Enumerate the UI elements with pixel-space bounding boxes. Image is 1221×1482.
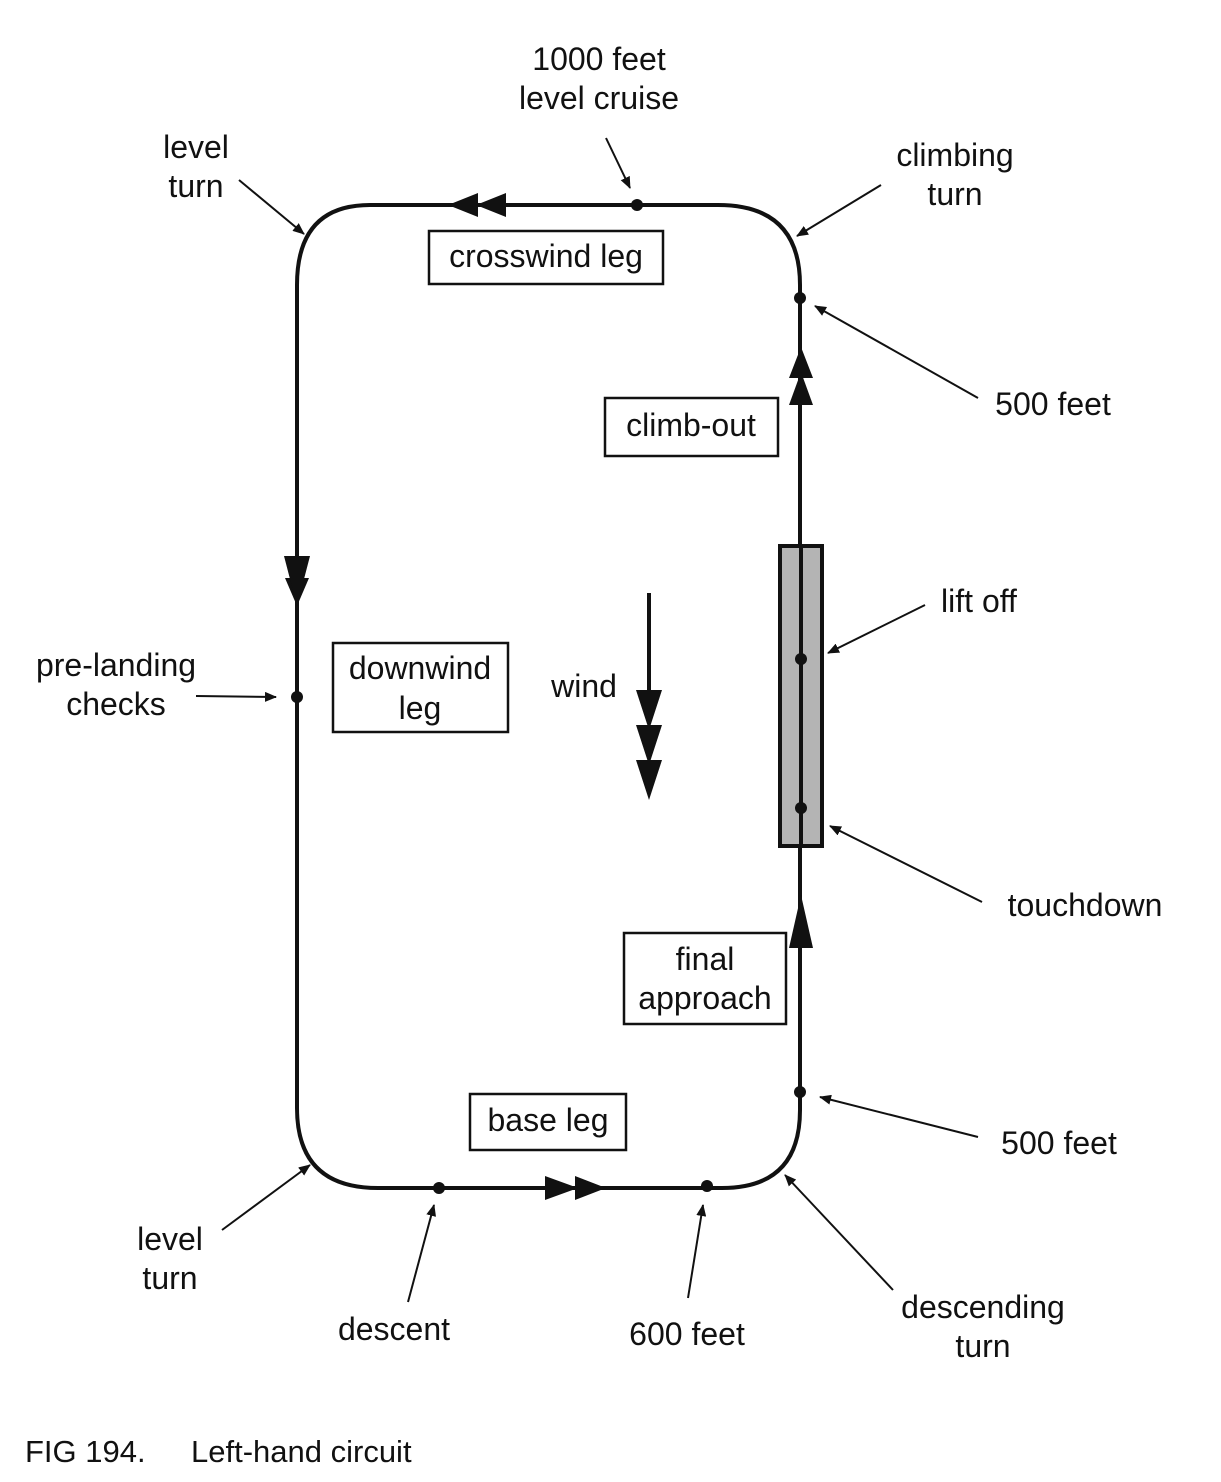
- crosswind-leg-label: crosswind leg: [449, 238, 643, 274]
- base-leg-label: base leg: [488, 1102, 609, 1138]
- 500-feet-top-leader: [814, 305, 979, 399]
- descending-turn-label-1: descending: [901, 1289, 1065, 1325]
- downwind-leg-label-2: leg: [399, 690, 442, 726]
- base-direction-arrows: [545, 1176, 606, 1200]
- level-turn-top-label-1: level: [163, 129, 229, 165]
- final-direction-arrow: [789, 895, 813, 948]
- pre-landing-label-1: pre-landing: [36, 647, 196, 683]
- level-cruise-label-2: level cruise: [519, 80, 679, 116]
- 500-feet-bottom-leader: [819, 1094, 979, 1138]
- touchdown-leader: [829, 825, 983, 903]
- final-approach-box: [622, 931, 788, 1026]
- climbing-turn-label-1: climbing: [896, 137, 1013, 173]
- level-turn-bottom-label-2: turn: [142, 1260, 197, 1296]
- circuit-path: [295, 203, 802, 1190]
- crosswind-direction-arrows: [448, 193, 506, 217]
- point-500-top: [794, 292, 806, 304]
- downwind-direction-arrow: [284, 556, 310, 606]
- point-descent: [433, 1182, 445, 1194]
- level-turn-bottom-label-1: level: [137, 1221, 203, 1257]
- pre-landing-label-2: checks: [66, 686, 166, 722]
- point-touchdown: [795, 802, 807, 814]
- pre-landing-leader: [195, 691, 277, 702]
- wind-label: wind: [550, 668, 617, 704]
- downwind-leg-box: [331, 641, 510, 734]
- climb-out-label: climb-out: [626, 407, 756, 443]
- climbout-direction-arrows: [789, 347, 813, 405]
- descent-leader: [407, 1204, 436, 1303]
- lift-off-leader: [827, 604, 926, 654]
- wind-arrow-icon: [636, 593, 662, 800]
- level-turn-bottom-leader: [221, 1164, 311, 1231]
- touchdown-label: touchdown: [1008, 887, 1163, 923]
- descending-turn-label-2: turn: [955, 1328, 1010, 1364]
- 500-feet-bottom-label: 500 feet: [1001, 1125, 1117, 1161]
- figure-number: FIG 194.: [25, 1434, 146, 1469]
- point-level-cruise: [631, 199, 643, 211]
- 600-feet-label: 600 feet: [629, 1316, 745, 1352]
- point-600: [701, 1180, 713, 1192]
- lift-off-label: lift off: [941, 583, 1017, 619]
- climb-out-box: [603, 396, 780, 458]
- point-lift-off: [795, 653, 807, 665]
- descent-label: descent: [338, 1311, 450, 1347]
- downwind-leg-label-1: downwind: [349, 650, 491, 686]
- final-approach-label-1: final: [676, 941, 735, 977]
- point-500-bottom: [794, 1086, 806, 1098]
- point-pre-landing: [291, 691, 303, 703]
- level-cruise-leader: [605, 137, 631, 189]
- level-turn-top-leader: [238, 179, 305, 235]
- level-cruise-label-1: 1000 feet: [532, 41, 666, 77]
- descending-turn-leader: [784, 1174, 894, 1291]
- 500-feet-top-label: 500 feet: [995, 386, 1111, 422]
- climbing-turn-label-2: turn: [927, 176, 982, 212]
- 600-feet-leader: [687, 1204, 707, 1299]
- final-approach-label-2: approach: [638, 980, 771, 1016]
- figure-title: Left-hand circuit: [191, 1434, 412, 1469]
- base-leg-box: [468, 1092, 628, 1152]
- crosswind-leg-box: [427, 229, 665, 286]
- level-turn-top-label-2: turn: [168, 168, 223, 204]
- climbing-turn-leader: [796, 184, 882, 237]
